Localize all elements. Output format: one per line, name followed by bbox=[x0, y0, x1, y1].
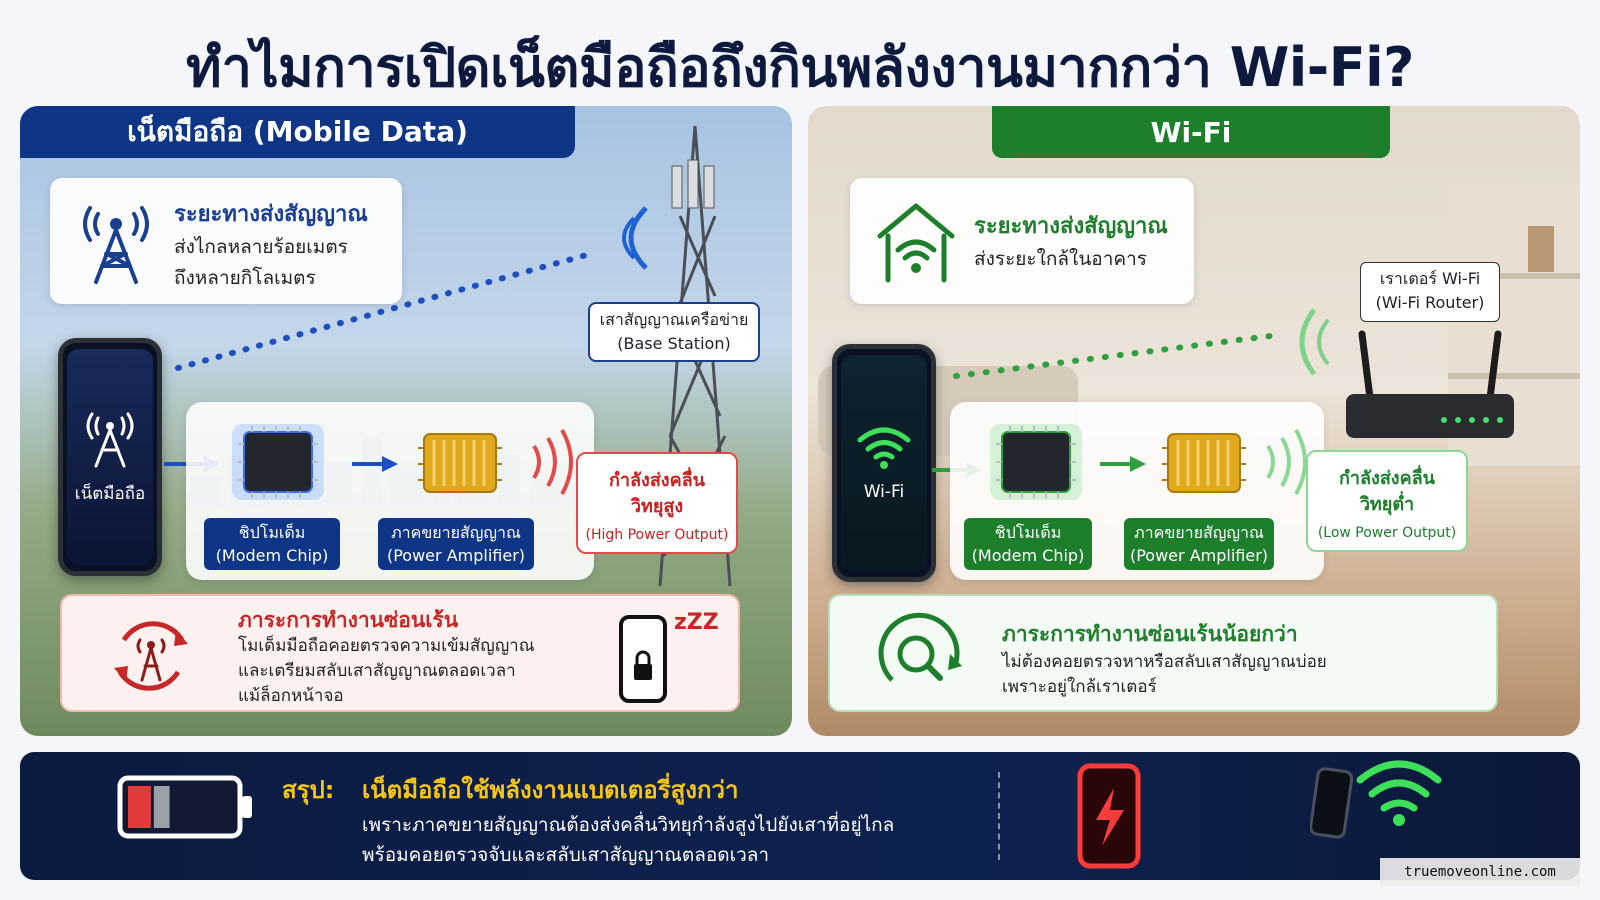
modem-chip-icon bbox=[232, 424, 324, 500]
tab-wifi: Wi-Fi bbox=[992, 106, 1390, 158]
wifi-panel: Wi-Fi ระยะทางส่งสัญญาณ ส่งระยะใกล้ในอาคา… bbox=[808, 106, 1580, 736]
wifi-background-text: ไม่ต้องคอยตรวจหาหรือสลับเสาสัญญาณบ่อย เพ… bbox=[1002, 652, 1327, 697]
page-title: ทำไมการเปิดเน็ตมือถือถึงกินพลังงานมากกว่… bbox=[186, 36, 1414, 99]
high-power-output-card: กำลังส่งคลื่น วิทยุสูง (High Power Outpu… bbox=[576, 452, 738, 554]
mobile-distance-text: ส่งไกลหลายร้อยเมตร ถึงหลายกิโลเมตร bbox=[174, 236, 348, 289]
refresh-tower-icon bbox=[114, 621, 188, 691]
house-wifi-icon bbox=[877, 203, 955, 283]
arrow-right-icon bbox=[352, 456, 398, 472]
mobile-phone-label: เน็ตมือถือ bbox=[74, 483, 146, 504]
power-amplifier-label: ภาคขยายสัญญาณ(Power Amplifier) bbox=[378, 518, 534, 570]
wifi-router-label: เราเตอร์ Wi-Fi (Wi-Fi Router) bbox=[1360, 262, 1500, 322]
modem-chip-label: ชิปโมเด็ม(Modem Chip) bbox=[964, 518, 1092, 570]
sleep-indicator: zZZ bbox=[674, 610, 719, 635]
wifi-hardware-chain: ชิปโมเด็ม(Modem Chip) ภาคขยายสัญญาณ(Powe… bbox=[950, 402, 1324, 580]
base-station-label: เสาสัญญาณเครือข่าย (Base Station) bbox=[588, 302, 760, 362]
mobile-background-heading: ภาระการทำงานซ่อนเร้น bbox=[238, 608, 459, 632]
power-amplifier-icon bbox=[1162, 433, 1246, 493]
summary-text: เพราะภาคขยายสัญญาณต้องส่งคลื่นวิทยุกำลัง… bbox=[362, 814, 895, 866]
mobile-distance-card: ระยะทางส่งสัญญาณ ส่งไกลหลายร้อยเมตร ถึงห… bbox=[50, 178, 402, 304]
mobile-hardware-chain: ชิปโมเด็ม(Modem Chip) ภาคขยายสัญญาณ(Powe… bbox=[186, 402, 594, 580]
small-phone-icon bbox=[1310, 767, 1354, 839]
mobile-phone: เน็ตมือถือ bbox=[58, 338, 162, 576]
modem-chip-label: ชิปโมเด็ม(Modem Chip) bbox=[204, 518, 340, 570]
wifi-distance-card: ระยะทางส่งสัญญาณ ส่งระยะใกล้ในอาคาร bbox=[850, 178, 1194, 304]
mobile-signal-path bbox=[175, 251, 593, 371]
tower-signal-waves-icon bbox=[622, 206, 648, 270]
search-refresh-icon bbox=[878, 612, 962, 682]
battery-icon bbox=[117, 775, 252, 839]
watermark: truemoveonline.com bbox=[1380, 858, 1580, 886]
wifi-distance-heading: ระยะทางส่งสัญญาณ bbox=[974, 214, 1168, 239]
battery-fill-mid bbox=[153, 786, 170, 828]
wifi-icon bbox=[857, 427, 911, 469]
mobile-distance-heading: ระยะทางส่งสัญญาณ bbox=[174, 202, 368, 227]
arrow-right-icon bbox=[1100, 456, 1146, 472]
summary-heading: เน็ตมือถือใช้พลังงานแบตเตอรี่สูงกว่า bbox=[362, 776, 739, 804]
low-power-waves-icon bbox=[1266, 429, 1307, 495]
router-signal-waves-icon bbox=[1299, 308, 1330, 376]
mobile-background-text: โมเด็มมือถือคอยตรวจความเข้มสัญญาณ และเตร… bbox=[238, 636, 535, 706]
phone-tower-icon bbox=[86, 412, 134, 467]
wifi-phone-label: Wi-Fi bbox=[863, 482, 905, 502]
charging-phone-icon bbox=[1077, 763, 1141, 869]
mobile-data-panel: เน็ตมือถือ (Mobile Data) ระยะทางส่งสัญญา… bbox=[20, 106, 792, 736]
mobile-background-load-card: ภาระการทำงานซ่อนเร้น โมเด็มมือถือคอยตรวจ… bbox=[60, 594, 740, 712]
wifi-background-heading: ภาระการทำงานซ่อนเร้นน้อยกว่า bbox=[1002, 622, 1298, 646]
summary-label: สรุป: bbox=[282, 776, 335, 804]
battery-fill-low bbox=[128, 786, 151, 828]
power-amplifier-icon bbox=[418, 433, 502, 493]
locked-phone-icon bbox=[619, 615, 667, 703]
summary-bar: สรุป: เน็ตมือถือใช้พลังงานแบตเตอรี่สูงกว… bbox=[20, 752, 1580, 880]
wifi-phone: Wi-Fi bbox=[832, 344, 936, 582]
wifi-signal-path bbox=[953, 333, 1273, 379]
wifi-icon bbox=[1356, 760, 1442, 826]
power-amplifier-label: ภาคขยายสัญญาณ(Power Amplifier) bbox=[1124, 518, 1274, 570]
modem-chip-icon bbox=[990, 424, 1082, 500]
tab-mobile-data: เน็ตมือถือ (Mobile Data) bbox=[20, 106, 575, 158]
summary-divider bbox=[998, 772, 1000, 860]
wifi-distance-text: ส่งระยะใกล้ในอาคาร bbox=[974, 248, 1147, 270]
wifi-router-icon bbox=[1346, 330, 1514, 438]
high-power-waves-icon bbox=[532, 429, 573, 495]
low-power-output-card: กำลังส่งคลื่น วิทยุต่ำ (Low Power Output… bbox=[1306, 450, 1468, 552]
tower-signal-icon bbox=[83, 206, 149, 284]
wifi-background-load-card: ภาระการทำงานซ่อนเร้นน้อยกว่า ไม่ต้องคอยต… bbox=[828, 594, 1498, 712]
